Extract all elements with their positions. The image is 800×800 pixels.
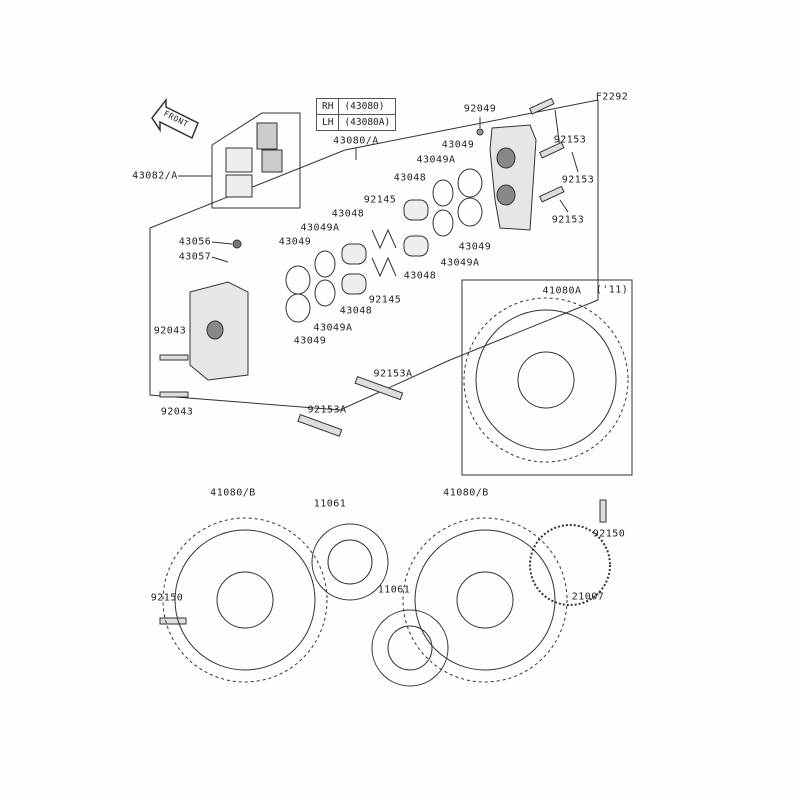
callout[interactable]: 92153: [551, 214, 585, 226]
callout[interactable]: 92145: [368, 294, 402, 306]
brake-pads-icon: [225, 122, 283, 198]
callout[interactable]: 43048: [339, 305, 373, 317]
callout[interactable]: 92043: [153, 325, 187, 337]
front-arrow-icon: [151, 97, 199, 140]
side-part[interactable]: (43080A): [338, 114, 397, 131]
callout[interactable]: 43049A: [440, 257, 480, 269]
callout[interactable]: 43048: [403, 270, 437, 282]
bolt-icons: [159, 97, 607, 625]
callout[interactable]: 92150: [592, 528, 626, 540]
callout[interactable]: 43048: [393, 172, 427, 184]
diagram-code: F2292: [595, 91, 629, 103]
callout[interactable]: 43049: [458, 241, 492, 253]
callout[interactable]: 43056: [178, 236, 212, 248]
brake-rotor-icons: [162, 297, 629, 687]
callout[interactable]: 92145: [363, 194, 397, 206]
side-label: RH: [315, 98, 340, 115]
callout[interactable]: 43049: [441, 139, 475, 151]
callout[interactable]: 92153: [553, 134, 587, 146]
callout[interactable]: 43049A: [416, 154, 456, 166]
side-table: RH(43080) LH(43080A): [315, 98, 397, 131]
callout[interactable]: 92153A: [307, 404, 347, 416]
callout[interactable]: 11061: [313, 498, 347, 510]
callout[interactable]: 92150: [150, 592, 184, 604]
callout[interactable]: 92043: [160, 406, 194, 418]
callout[interactable]: 43049A: [313, 322, 353, 334]
callout[interactable]: 21007: [571, 591, 605, 603]
table-row: RH(43080): [315, 98, 397, 115]
callout[interactable]: 43049A: [300, 222, 340, 234]
side-label: LH: [315, 114, 340, 131]
callout[interactable]: 43082/A: [132, 170, 178, 182]
table-row: LH(43080A): [315, 114, 397, 131]
callout[interactable]: 41080/B: [443, 487, 489, 499]
rotor-group-frame: [461, 279, 633, 476]
callout[interactable]: 92049: [463, 103, 497, 115]
callout[interactable]: 43048: [331, 208, 365, 220]
callout[interactable]: 92153: [561, 174, 595, 186]
callout[interactable]: 41080/B: [210, 487, 256, 499]
piston-seals-icon: [232, 128, 484, 323]
callout[interactable]: 43080/A: [333, 135, 379, 147]
callout[interactable]: 11061: [377, 584, 411, 596]
callout[interactable]: 92153A: [373, 368, 413, 380]
variant-note: ('11): [595, 284, 629, 296]
caliper-right-icon: [489, 124, 537, 231]
callout[interactable]: 43049: [293, 335, 327, 347]
callout[interactable]: 43057: [178, 251, 212, 263]
callout[interactable]: 41080A: [542, 285, 582, 297]
callout[interactable]: 43049: [278, 236, 312, 248]
side-part[interactable]: (43080): [338, 98, 397, 115]
pad-group-frame: [211, 112, 301, 209]
